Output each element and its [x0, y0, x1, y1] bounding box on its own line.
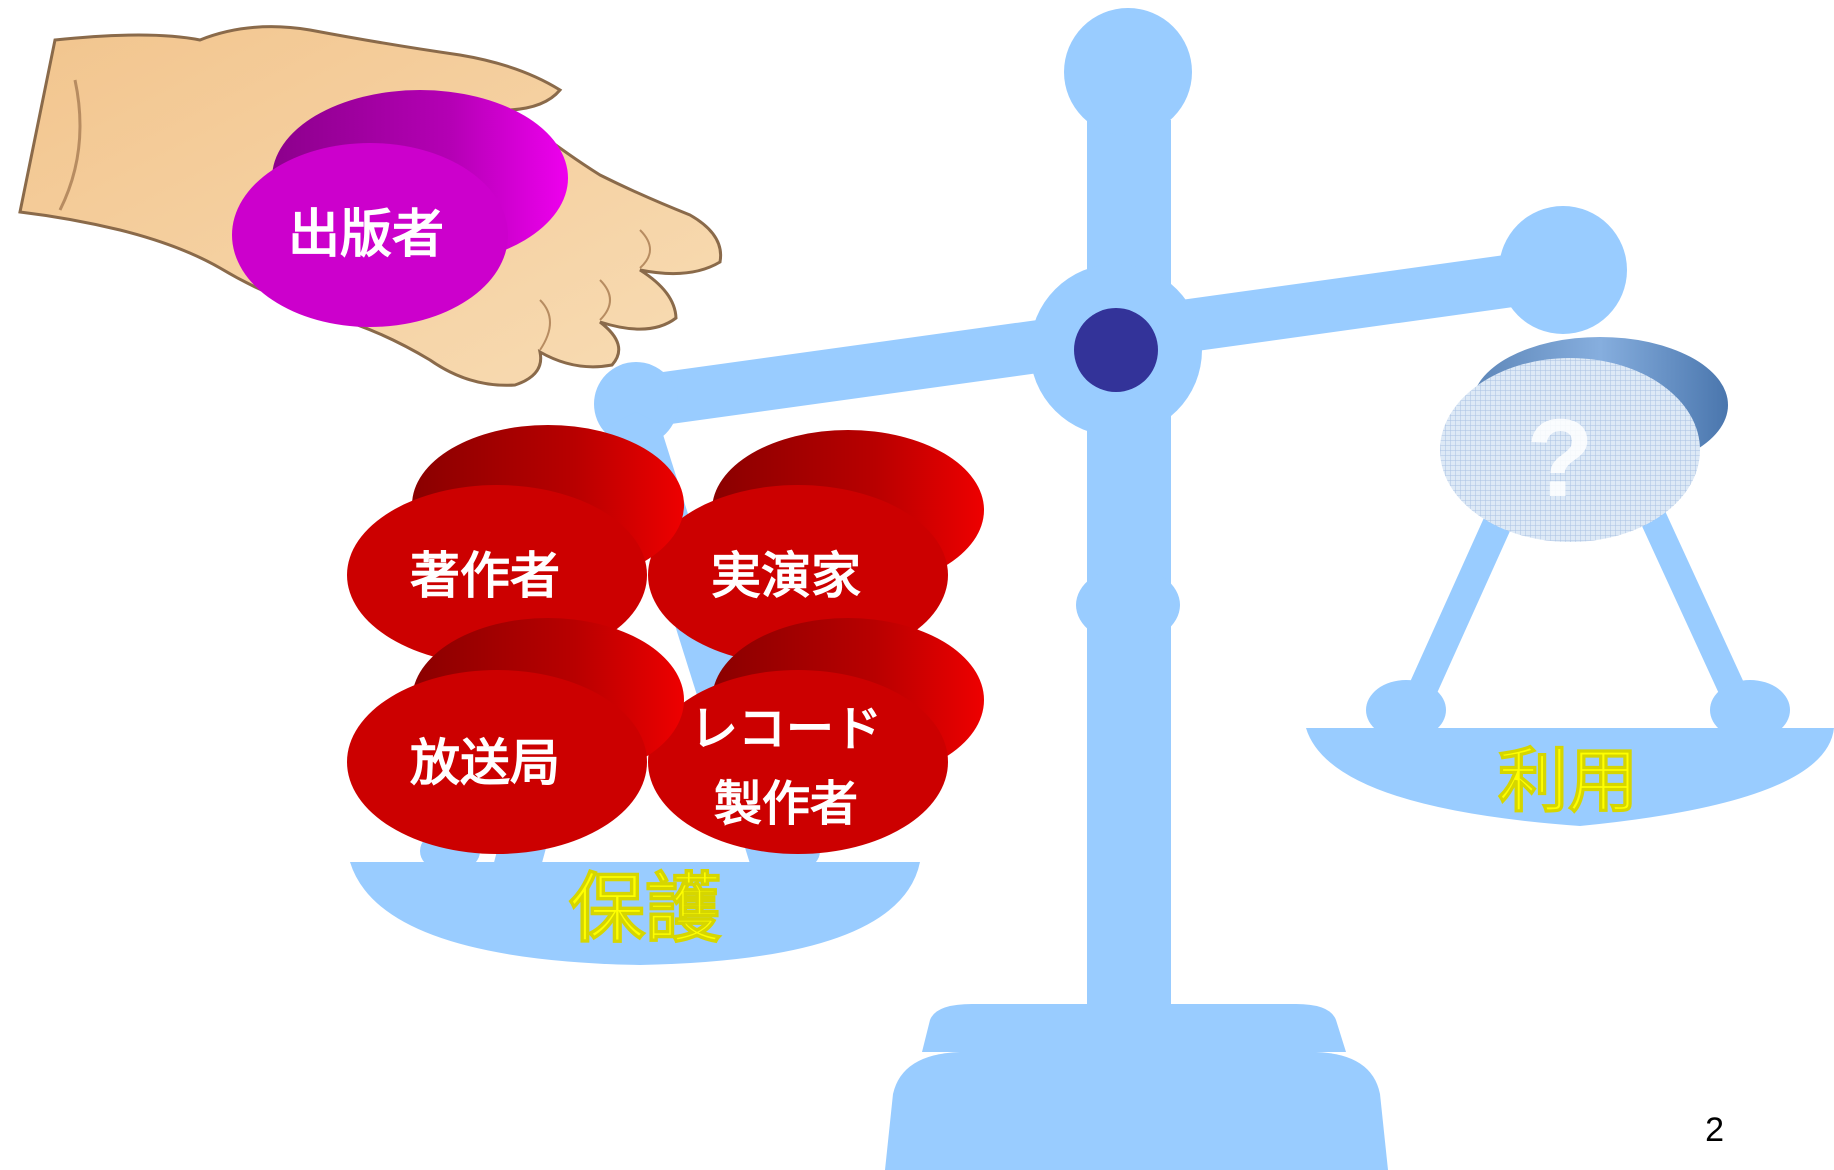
left-pan [350, 862, 920, 965]
right-pan [1306, 728, 1834, 826]
weight-record-producer-line2: 製作者 [714, 776, 858, 832]
scale-pivot [1074, 308, 1158, 392]
scale-base [885, 1052, 1388, 1170]
right-pan-caption: 利用 [1498, 740, 1638, 822]
weight-record-producer: レコード 製作者 [648, 618, 984, 854]
weight-broadcaster: 放送局 [347, 618, 684, 854]
weight-broadcaster-label: 放送局 [410, 734, 560, 792]
scale-pole-knob [1076, 567, 1180, 643]
weight-record-producer-line1: レコード [690, 701, 882, 757]
scale-pole [1087, 120, 1171, 1010]
scale-base-step [922, 1004, 1346, 1052]
publisher-weight: 出版者 [232, 90, 568, 327]
slide-number: 2 [1705, 1111, 1724, 1149]
scale-beam-end-right [1499, 206, 1627, 334]
left-pan-caption: 保護 [569, 864, 722, 953]
weight-author-label: 著作者 [410, 547, 560, 605]
publisher-label: 出版者 [288, 205, 444, 265]
unknown-weight: ? [1440, 337, 1728, 542]
scale-top-knob [1064, 8, 1192, 136]
weight-performer: 実演家 [648, 430, 984, 665]
weight-performer-label: 実演家 [711, 547, 861, 605]
unknown-weight-label: ? [1526, 397, 1593, 520]
